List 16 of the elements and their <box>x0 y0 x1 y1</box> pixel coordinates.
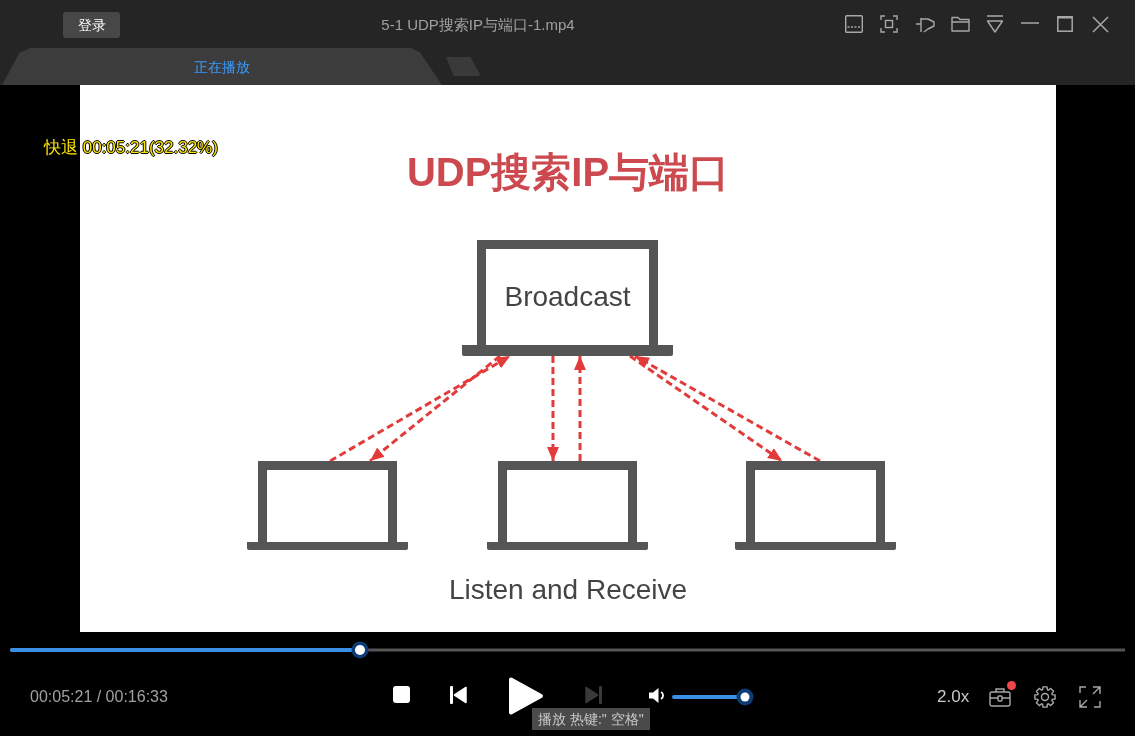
video-file-name: 5-1 UDP搜索IP与端口-1.mp4 <box>381 15 575 35</box>
dashed-arrow <box>547 356 559 461</box>
dashed-arrow <box>573 356 586 461</box>
dashed-arrow <box>629 354 783 463</box>
now-playing-tab: 正在播放 <box>2 48 442 85</box>
caption-text: Listen and Receive <box>448 573 688 607</box>
login-button: 登录 <box>63 12 120 38</box>
dashed-arrow <box>329 354 511 463</box>
seek-status-text: 快退 00:05:21(32.32%) <box>44 137 218 159</box>
slide-title: UDP搜索IP与端口 <box>406 149 730 196</box>
playback-time: 00:05:21 / 00:16:33 <box>30 687 168 707</box>
node-label: Broadcast <box>504 280 631 314</box>
tooltip: 播放 热键:" 空格" <box>532 708 650 730</box>
dashed-arrow <box>634 354 821 463</box>
dashed-arrow <box>369 354 501 463</box>
playback-speed-control: 2.0x <box>937 686 970 708</box>
